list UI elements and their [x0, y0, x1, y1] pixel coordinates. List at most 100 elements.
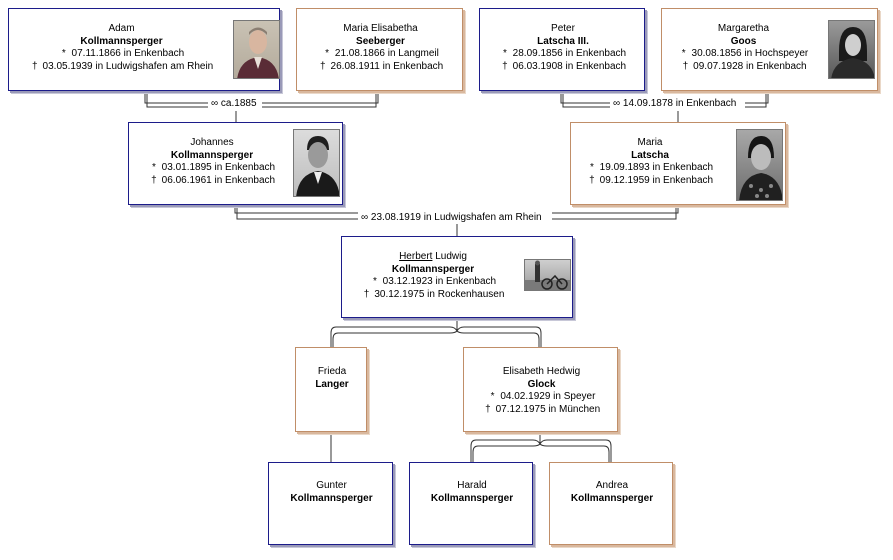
marriage-date: 14.09.1878 in Enkenbach — [622, 98, 737, 109]
surname: Kollmannsperger — [170, 149, 254, 161]
given-name: Harald — [457, 480, 487, 491]
motorcycle-photo[interactable] — [524, 259, 571, 291]
birth-icon: * — [589, 162, 594, 173]
portrait-photo[interactable] — [293, 129, 340, 197]
person-card-harald[interactable]: Harald Kollmannsperger — [409, 462, 533, 545]
birth-event: * 03.01.1895 in Enkenbach — [129, 162, 295, 175]
given-name: Adam — [108, 23, 135, 34]
given-name-rest: Ludwig — [432, 251, 467, 262]
death-date: 30.12.1975 in Rockenhausen — [374, 288, 505, 300]
person-card-maria[interactable]: Maria Latscha * 19.09.1893 in Enkenbach … — [570, 122, 786, 205]
surname: Goos — [730, 35, 757, 47]
surname: Kollmannsperger — [430, 492, 514, 504]
motorcycle-icon — [525, 260, 570, 290]
woman-portrait-icon — [739, 136, 782, 200]
birth-date: 19.09.1893 in Enkenbach — [599, 162, 714, 173]
woman-portrait-icon — [831, 27, 874, 78]
death-icon: † — [151, 174, 157, 186]
given-name: Johannes — [190, 137, 234, 148]
death-date: 07.12.1975 in München — [495, 403, 601, 415]
death-event: † 30.12.1975 in Rockenhausen — [342, 289, 524, 302]
death-date: 09.07.1928 in Enkenbach — [693, 60, 807, 72]
death-event: † 09.12.1959 in Enkenbach — [571, 175, 729, 188]
portrait-photo[interactable] — [736, 129, 783, 201]
death-icon: † — [319, 60, 326, 72]
death-icon: † — [31, 60, 38, 72]
birth-icon: * — [372, 276, 377, 287]
given-name: Maria — [637, 137, 663, 148]
birth-icon: * — [681, 48, 686, 59]
death-icon: † — [502, 60, 508, 72]
given-name: Andrea — [595, 480, 629, 491]
person-card-elisabeth[interactable]: Elisabeth Hedwig Glock * 04.02.1929 in S… — [463, 347, 618, 432]
death-icon: † — [363, 288, 370, 300]
birth-icon: * — [325, 48, 330, 59]
person-card-frieda[interactable]: Frieda Langer — [295, 347, 367, 432]
surname: Latscha — [631, 149, 669, 161]
given-name: Maria Elisabetha — [343, 23, 418, 34]
death-date: 03.05.1939 in Ludwigshafen am Rhein — [42, 60, 214, 72]
man-portrait-icon — [296, 136, 339, 196]
death-date: 26.08.1911 in Enkenbach — [330, 60, 444, 72]
death-event: † 07.12.1975 in München — [464, 404, 619, 417]
death-event: † 03.05.1939 in Ludwigshafen am Rhein — [9, 61, 234, 74]
death-icon: † — [589, 174, 595, 186]
marriage-label: ∞ ca.1885 — [208, 98, 260, 110]
birth-event: * 19.09.1893 in Enkenbach — [571, 162, 729, 175]
surname: Kollmannsperger — [391, 263, 475, 275]
person-card-adam[interactable]: Adam Kollmannsperger * 07.11.1866 in Enk… — [8, 8, 280, 91]
marriage-label: ∞ 14.09.1878 in Enkenbach — [610, 98, 740, 110]
person-card-maria-elisabetha[interactable]: Maria Elisabetha Seeberger * 21.08.1866 … — [296, 8, 463, 91]
birth-icon: * — [151, 162, 156, 173]
portrait-photo[interactable] — [233, 20, 280, 79]
surname: Kollmannsperger — [80, 35, 163, 47]
given-name: Margaretha — [717, 23, 770, 34]
given-name: Peter — [551, 23, 575, 34]
person-card-margaretha[interactable]: Margaretha Goos * 30.08.1856 in Hochspey… — [661, 8, 878, 91]
death-date: 09.12.1959 in Enkenbach — [599, 174, 714, 186]
marriage-date: 23.08.1919 in Ludwigshafen am Rhein — [370, 212, 542, 223]
birth-event: * 03.12.1923 in Enkenbach — [342, 276, 524, 289]
given-name: Frieda — [317, 366, 347, 377]
death-event: † 26.08.1911 in Enkenbach — [297, 61, 464, 74]
birth-date: 21.08.1866 in Langmeil — [334, 48, 439, 59]
given-name: Gunter — [316, 480, 347, 491]
death-icon: † — [682, 60, 689, 72]
given-name: Elisabeth Hedwig — [502, 366, 581, 377]
death-event: † 06.03.1908 in Enkenbach — [480, 61, 646, 74]
birth-date: 07.11.1866 in Enkenbach — [71, 48, 185, 59]
birth-date: 03.12.1923 in Enkenbach — [382, 276, 497, 287]
birth-date: 03.01.1895 in Enkenbach — [161, 162, 276, 173]
surname: Seeberger — [356, 35, 405, 47]
surname: Latscha III. — [537, 35, 589, 47]
birth-date: 04.02.1929 in Speyer — [500, 391, 596, 402]
portrait-photo[interactable] — [828, 20, 875, 79]
surname: Glock — [527, 378, 556, 390]
marriage-label: ∞ 23.08.1919 in Ludwigshafen am Rhein — [358, 212, 545, 224]
birth-event: * 21.08.1866 in Langmeil — [297, 48, 464, 61]
person-card-peter[interactable]: Peter Latscha III. * 28.09.1856 in Enken… — [479, 8, 645, 91]
given-name: Herbert Ludwig — [342, 251, 524, 264]
person-card-gunter[interactable]: Gunter Kollmannsperger — [268, 462, 393, 545]
person-card-johannes[interactable]: Johannes Kollmannsperger * 03.01.1895 in… — [128, 122, 343, 205]
death-event: † 09.07.1928 in Enkenbach — [662, 61, 825, 74]
person-card-herbert[interactable]: Herbert Ludwig Kollmannsperger * 03.12.1… — [341, 236, 573, 318]
surname: Kollmannsperger — [290, 492, 373, 504]
marriage-icon: ∞ — [613, 98, 621, 109]
surname: Kollmannsperger — [570, 492, 654, 504]
death-date: 06.06.1961 in Enkenbach — [161, 174, 276, 186]
birth-icon: * — [490, 391, 495, 402]
death-icon: † — [485, 403, 491, 415]
birth-date: 28.09.1856 in Enkenbach — [512, 48, 627, 59]
person-card-andrea[interactable]: Andrea Kollmannsperger — [549, 462, 673, 545]
marriage-icon: ∞ — [361, 212, 369, 223]
birth-event: * 28.09.1856 in Enkenbach — [480, 48, 646, 61]
death-date: 06.03.1908 in Enkenbach — [512, 60, 627, 72]
birth-icon: * — [502, 48, 507, 59]
surname: Langer — [315, 378, 349, 390]
birth-date: 30.08.1856 in Hochspeyer — [691, 48, 809, 59]
marriage-icon: ∞ — [211, 98, 219, 109]
man-portrait-icon — [237, 27, 279, 78]
call-name: Herbert — [399, 251, 433, 262]
